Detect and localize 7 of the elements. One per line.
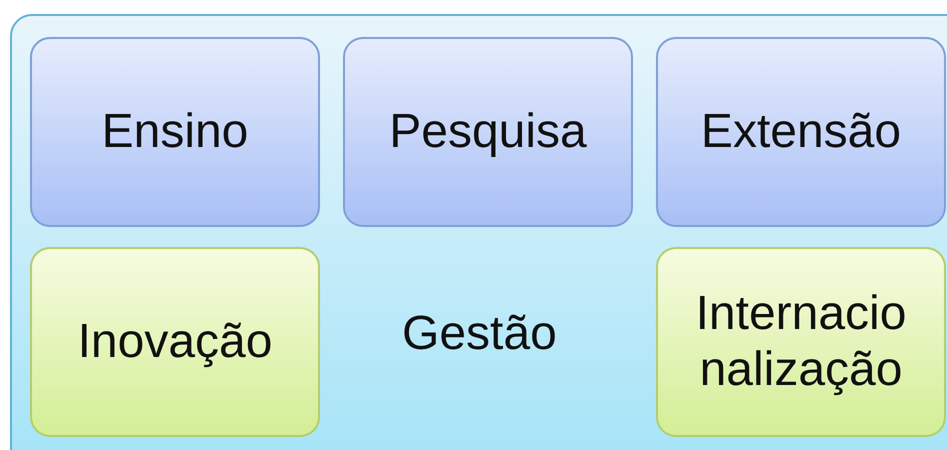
topic-card: Extensão [656,37,946,227]
group-label: Gestão [402,306,557,362]
topic-card: Internacio nalização [656,247,946,437]
topic-card: Inovação [30,247,320,437]
topic-card: Pesquisa [343,37,633,227]
group-panel [10,14,947,450]
topic-card: Ensino [30,37,320,227]
